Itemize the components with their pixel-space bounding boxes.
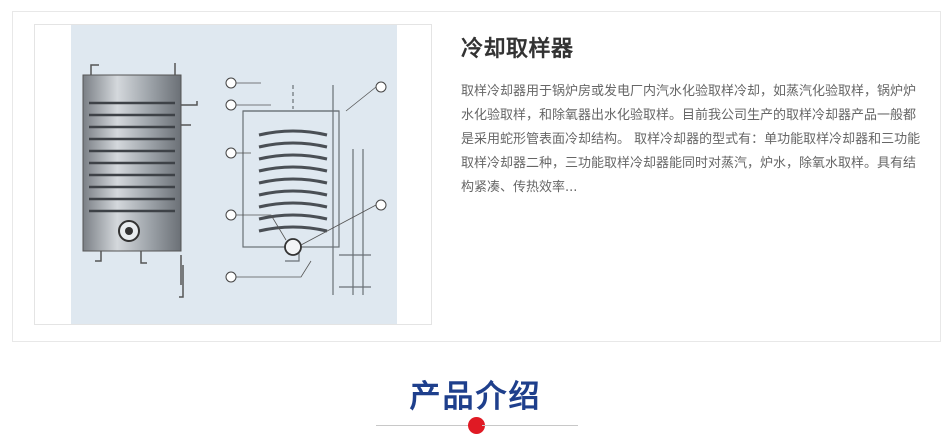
divider-left xyxy=(376,425,472,426)
accent-dot xyxy=(468,417,485,434)
product-card: 冷却取样器 取样冷却器用于锅炉房或发电厂内汽水化验取样冷却，如蒸汽化验取样，锅炉… xyxy=(12,11,941,342)
section-title: 产品介绍 xyxy=(409,379,542,415)
divider-right xyxy=(482,425,578,426)
product-title[interactable]: 冷却取样器 xyxy=(461,37,574,62)
product-description: 取样冷却器用于锅炉房或发电厂内汽水化验取样冷却，如蒸汽化验取样，锅炉炉水化验取样… xyxy=(461,84,921,195)
product-image[interactable] xyxy=(34,24,432,325)
sampler-diagram-image xyxy=(71,25,397,324)
